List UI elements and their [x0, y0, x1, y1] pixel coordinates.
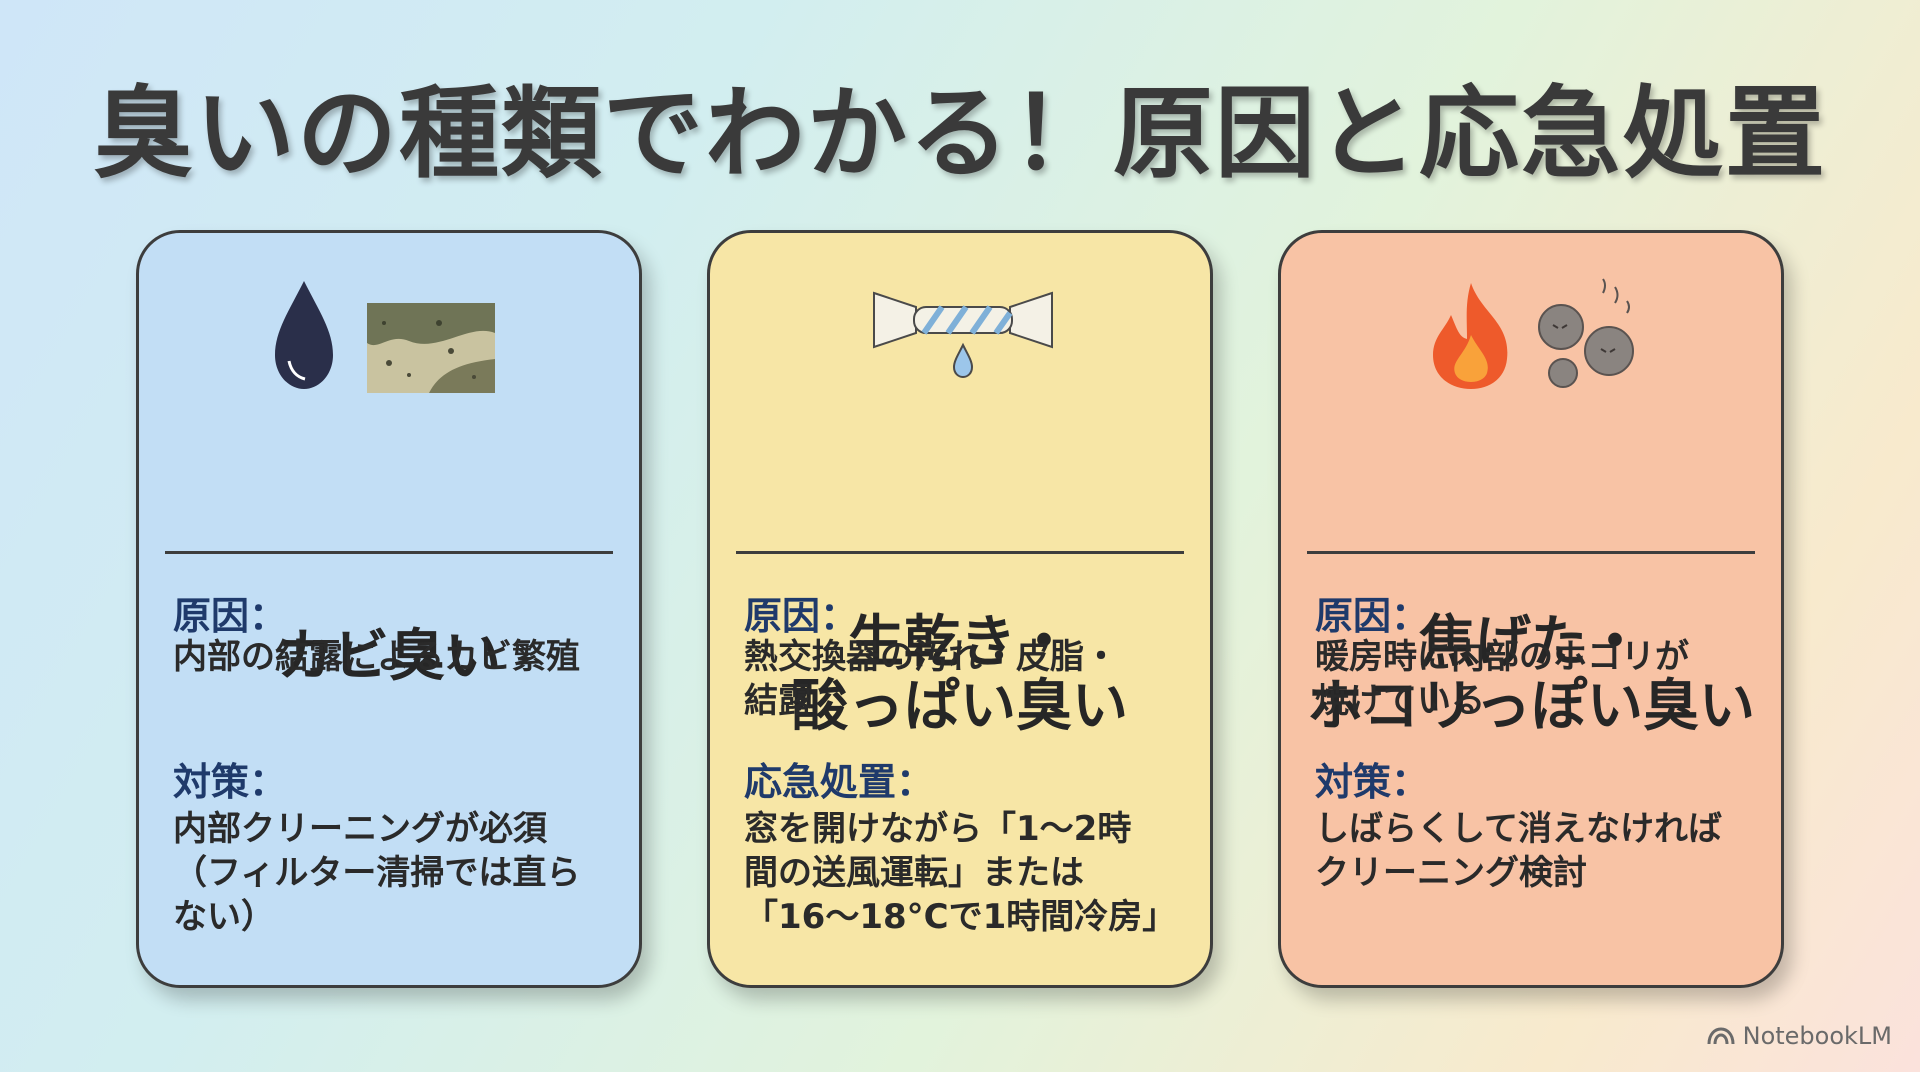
cause-label: 原因：: [1315, 594, 1430, 638]
wrung-towel-icon: [873, 291, 1053, 379]
notebooklm-logo-icon: [1707, 1027, 1735, 1045]
card-icons: [710, 263, 1210, 393]
cause-label: 原因：: [173, 594, 288, 638]
remedy-text: 内部クリーニングが必須 （フィルター清掃では直ら ない）: [173, 809, 581, 937]
card-heading: 焦げた・ ホコリっぽい臭い: [1307, 610, 1755, 739]
first-aid-text: 窓を開けながら「1〜2時 間の送風運転」または 「16〜18°Cで1時間冷房」: [744, 809, 1177, 937]
card-icons: [139, 263, 639, 393]
card-heading: 生乾き・ 酸っぱい臭い: [792, 610, 1128, 739]
water-drop-icon: [275, 281, 495, 393]
card-mold-smell: カビ臭い 原因： 内部の結露によるカビ繁殖 対策： 内部クリーニングが必須 （フ…: [136, 230, 642, 988]
flame-icon: [1433, 278, 1634, 389]
mold-texture-icon: [367, 303, 495, 393]
card-divider: [1307, 551, 1755, 554]
cause-text: 熱交換器の汚れ・皮脂・ 結露: [744, 637, 1118, 721]
first-aid-label: 応急処置：: [744, 760, 935, 804]
card-burnt-dusty-smell: 焦げた・ ホコリっぽい臭い 原因： 暖房時に内部のホコリが 焼けている 対策： …: [1278, 230, 1784, 988]
drip-icon: [952, 342, 974, 379]
remedy-label: 対策：: [1315, 760, 1430, 804]
remedy-label: 対策：: [173, 760, 288, 804]
card-divider: [165, 551, 613, 554]
card-divider: [736, 551, 1184, 554]
card-heading: カビ臭い: [277, 624, 501, 689]
remedy-text: しばらくして消えなければ クリーニング検討: [1315, 809, 1722, 893]
card-icons: [1281, 263, 1781, 393]
cause-label: 原因：: [744, 594, 859, 638]
brand-label: NotebookLM: [1742, 1022, 1892, 1050]
page-title: 臭いの種類でわかる！原因と応急処置: [93, 75, 1827, 192]
notebooklm-brand: NotebookLM: [1707, 1022, 1892, 1050]
cause-text: 内部の結露によるカビ繁殖: [173, 637, 580, 677]
cause-text: 暖房時に内部のホコリが 焼けている: [1315, 637, 1689, 721]
card-damp-sour-smell: 生乾き・ 酸っぱい臭い 原因： 熱交換器の汚れ・皮脂・ 結露 応急処置： 窓を開…: [707, 230, 1213, 988]
dust-clump-icon: [1538, 278, 1634, 388]
